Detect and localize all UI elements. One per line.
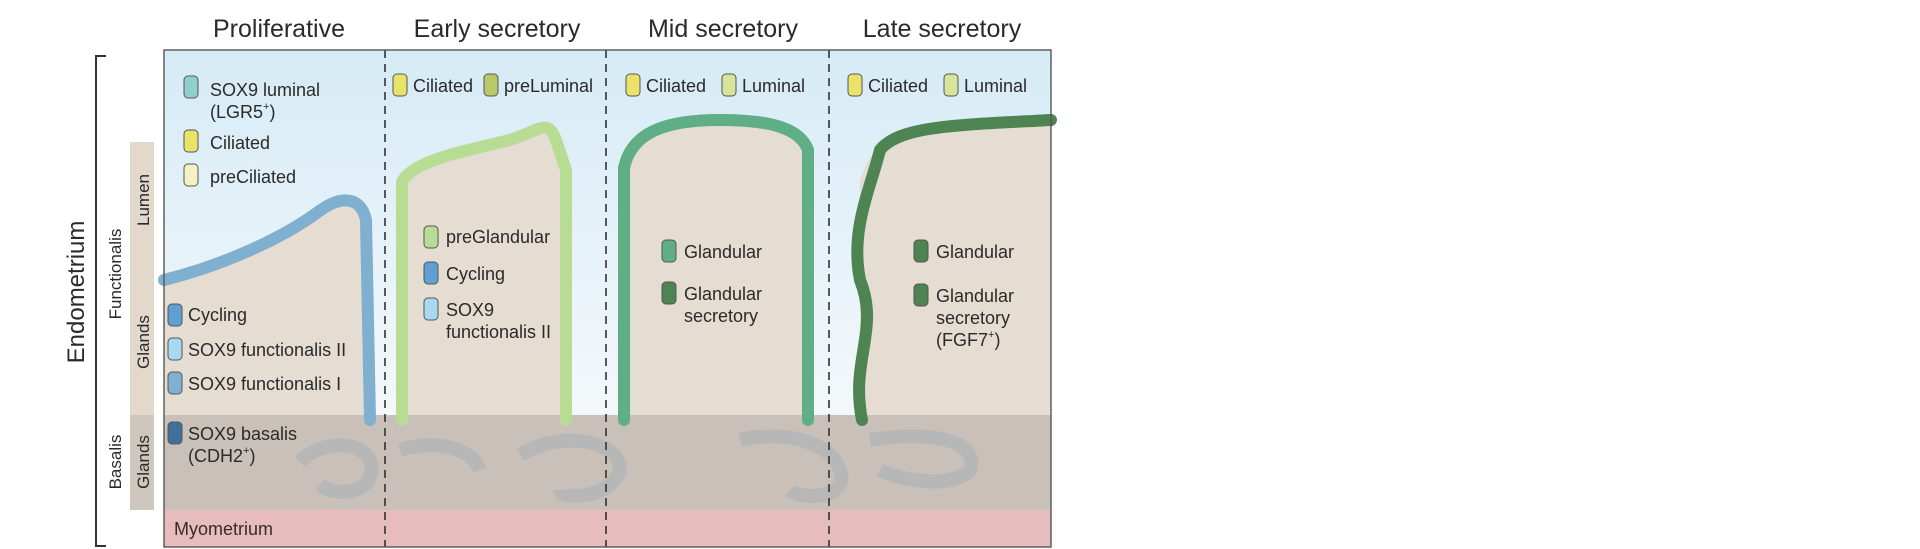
stroma-early xyxy=(400,130,566,416)
legend-icon-preciliated xyxy=(183,163,199,187)
basalis-label: Basalis xyxy=(106,435,125,490)
tissue-panel: Myometrium xyxy=(158,49,1057,548)
legend-icon-preluminal xyxy=(483,73,499,97)
legend-proliferative-basalis: SOX9 basalis (CDH2+) xyxy=(167,421,297,466)
phase-title-early-secretory: Early secretory xyxy=(414,15,581,43)
legend-label-preciliated: preCiliated xyxy=(210,167,296,187)
legend-label-cycling: Cycling xyxy=(188,305,247,325)
basal-gland-4 xyxy=(738,429,849,503)
legend-early-glands: preGlandular Cycling SOX9 functionalis I… xyxy=(423,225,551,342)
legend-icon-sox9-functionalis-ii xyxy=(167,337,183,361)
legend-label-preluminal: preLuminal xyxy=(504,76,593,96)
legend-label-mid-luminal: Luminal xyxy=(742,76,805,96)
legend-label-late-luminal: Luminal xyxy=(964,76,1027,96)
legend-icon-sox9-luminal xyxy=(183,75,199,99)
legend-label-late-glandular-secretory-2: secretory xyxy=(936,308,1010,328)
legend-icon-mid-glandular-secretory xyxy=(661,281,677,305)
glands-label-basalis: Glands xyxy=(134,435,153,489)
legend-icon-late-glandular xyxy=(913,239,929,263)
lumen-label: Lumen xyxy=(134,174,153,226)
stroma-mid xyxy=(622,118,808,415)
legend-icon-late-glandular-secretory xyxy=(913,283,929,307)
phase-title-late-secretory: Late secretory xyxy=(863,15,1022,43)
basal-gland-1 xyxy=(294,438,379,499)
basal-gland-2 xyxy=(397,438,487,474)
legend-icon-late-luminal xyxy=(943,73,959,97)
epithelium-late xyxy=(851,114,1057,426)
legend-late-top: Ciliated Luminal xyxy=(847,73,1027,97)
legend-icon-late-ciliated xyxy=(847,73,863,97)
myometrium-region xyxy=(164,510,1051,547)
legend-icon-early-ciliated xyxy=(392,73,408,97)
legend-label-sox9-basalis: SOX9 basalis xyxy=(188,424,297,444)
phase-title-proliferative: Proliferative xyxy=(213,15,345,43)
legend-label-sox9-functionalis-ii: SOX9 functionalis II xyxy=(188,340,346,360)
phase-title-mid-secretory: Mid secretory xyxy=(648,15,799,43)
legend-label-early-ciliated: Ciliated xyxy=(413,76,473,96)
legend-label-mid-ciliated: Ciliated xyxy=(646,76,706,96)
legend-icon-mid-luminal xyxy=(721,73,737,97)
glands-label-functionalis: Glands xyxy=(134,315,153,369)
legend-icon-mid-ciliated xyxy=(625,73,641,97)
epithelium-proliferative xyxy=(158,194,376,426)
epithelium-early xyxy=(396,121,572,426)
legend-icon-preglandular xyxy=(423,225,439,249)
legend-late-glands: Glandular Glandular secretory (FGF7+) xyxy=(913,239,1014,350)
legend-label-sox9-basalis-marker: (CDH2+) xyxy=(188,445,255,466)
legend-label-sox9-functionalis-i: SOX9 functionalis I xyxy=(188,374,341,394)
legend-icon-sox9-basalis xyxy=(167,421,183,445)
legend-icon-early-cycling xyxy=(423,261,439,285)
legend-early-top: Ciliated preLuminal xyxy=(392,73,593,97)
legend-icon-cycling xyxy=(167,303,183,327)
legend-label-mid-glandular: Glandular xyxy=(684,242,762,262)
functionalis-bar xyxy=(130,142,154,415)
legend-label-late-glandular: Glandular xyxy=(936,242,1014,262)
legend-label-late-glandular-secretory-1: Glandular xyxy=(936,286,1014,306)
legend-proliferative-glands: Cycling SOX9 functionalis II SOX9 functi… xyxy=(167,303,346,395)
functionalis-label: Functionalis xyxy=(106,229,125,320)
legend-mid-top: Ciliated Luminal xyxy=(625,73,805,97)
legend-label-preglandular: preGlandular xyxy=(446,227,550,247)
stroma-late xyxy=(860,118,1051,415)
legend-label-late-ciliated: Ciliated xyxy=(868,76,928,96)
legend-label-sox9-luminal-marker: (LGR5+) xyxy=(210,101,275,122)
epithelium-mid xyxy=(618,113,814,426)
legend-label-early-sox9: SOX9 xyxy=(446,300,494,320)
legend-mid-glands: Glandular Glandular secretory xyxy=(661,239,762,326)
legend-icon-mid-glandular xyxy=(661,239,677,263)
legend-label-early-functionalis-ii: functionalis II xyxy=(446,322,551,342)
legend-proliferative-top: SOX9 luminal (LGR5+) Ciliated preCiliate… xyxy=(183,75,320,187)
legend-label-ciliated: Ciliated xyxy=(210,133,270,153)
basal-gland-3 xyxy=(516,433,628,503)
stroma-proliferative xyxy=(164,203,366,415)
legend-label-mid-glandular-secretory-1: Glandular xyxy=(684,284,762,304)
basal-gland-5 xyxy=(868,429,979,489)
legend-icon-ciliated xyxy=(183,129,199,153)
endometrium-label: Endometrium xyxy=(63,221,90,364)
legend-icon-early-sox9-functionalis-ii xyxy=(423,297,439,321)
basalis-bar xyxy=(130,415,154,510)
legend-label-early-cycling: Cycling xyxy=(446,264,505,284)
panel-border xyxy=(163,49,1052,548)
myometrium-label: Myometrium xyxy=(174,519,273,539)
legend-icon-sox9-functionalis-i xyxy=(167,371,183,395)
legend-label-late-glandular-secretory-3: (FGF7+) xyxy=(936,329,1000,350)
endometrium-bracket xyxy=(95,55,106,547)
legend-label-sox9-luminal: SOX9 luminal xyxy=(210,80,320,100)
legend-label-mid-glandular-secretory-2: secretory xyxy=(684,306,758,326)
